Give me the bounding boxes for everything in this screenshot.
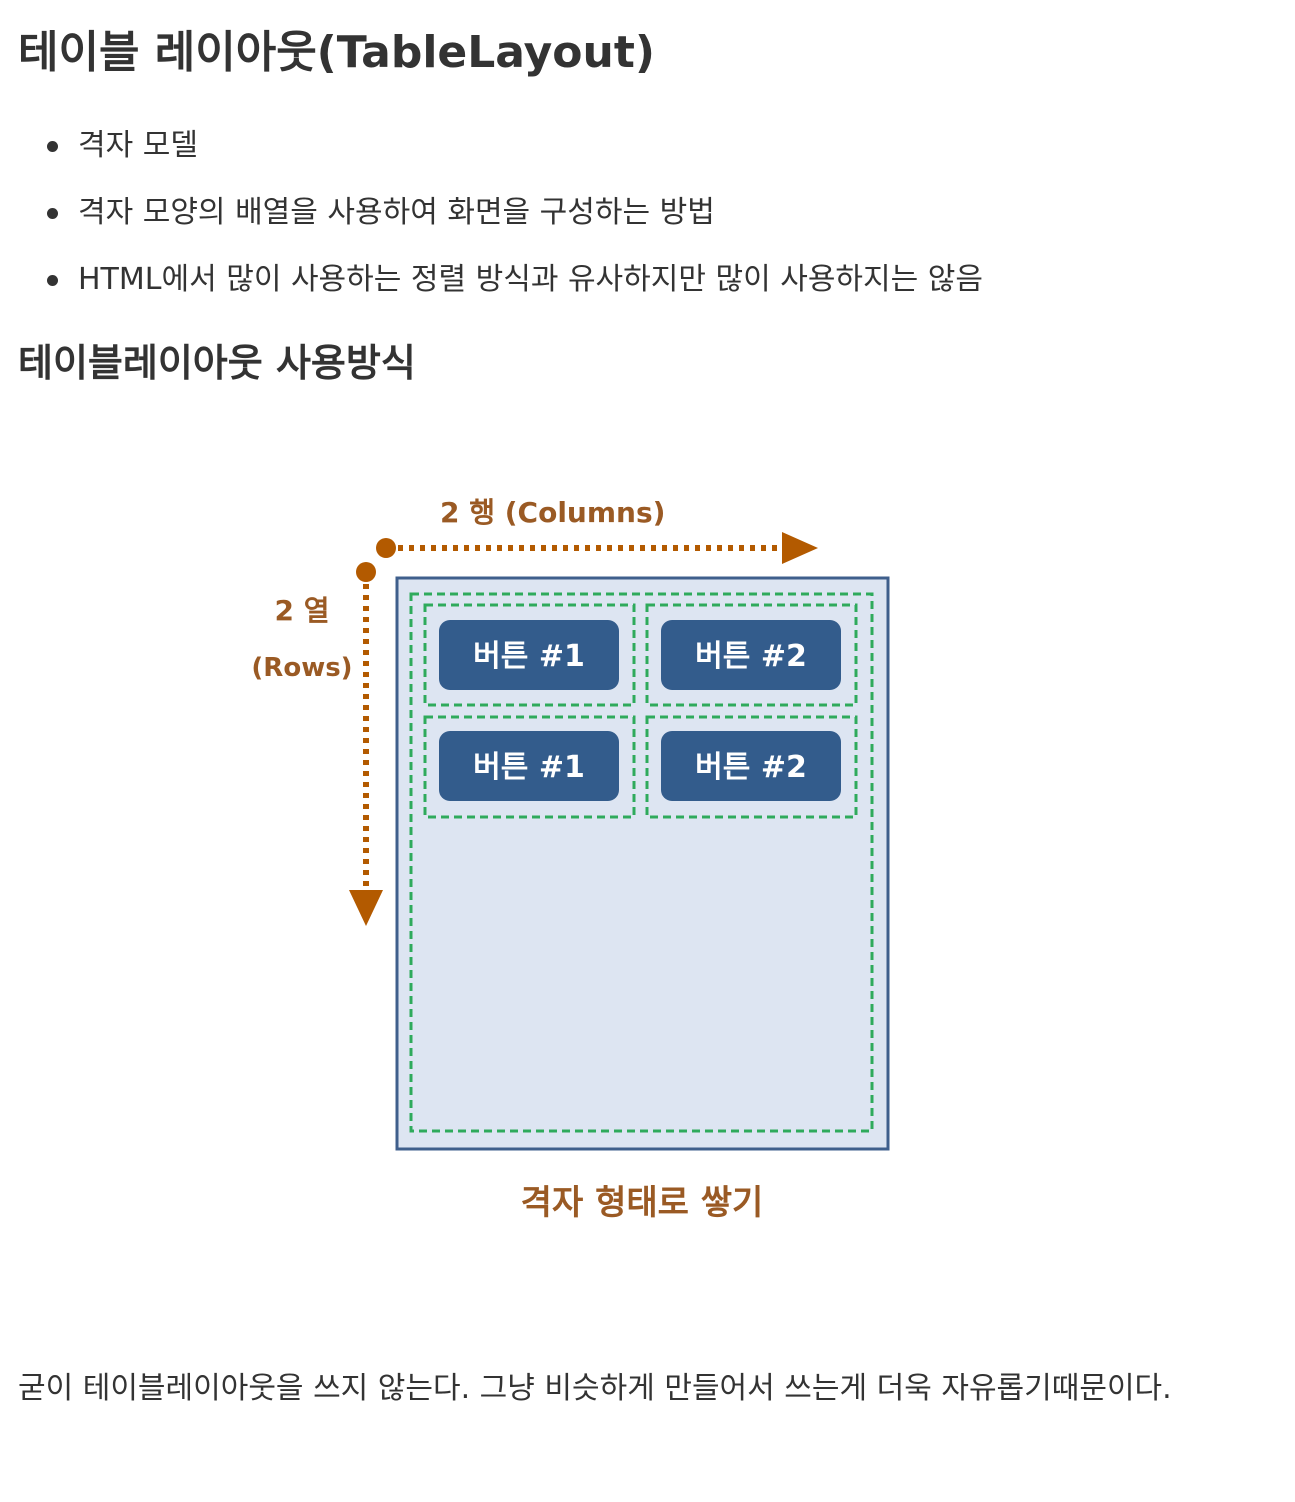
table-cell xyxy=(423,715,636,819)
list-item: HTML에서 많이 사용하는 정렬 방식과 유사하지만 많이 사용하지는 않음 xyxy=(0,246,983,313)
page-title: 테이블 레이아웃(TableLayout) xyxy=(18,27,655,78)
columns-arrow-head-icon xyxy=(782,532,818,564)
bullet-list: 격자 모델 격자 모양의 배열을 사용하여 화면을 구성하는 방법 HTML에서… xyxy=(0,112,983,313)
table-cell xyxy=(645,603,858,707)
button-label: 버튼 #2 xyxy=(695,750,807,785)
button-label: 버튼 #2 xyxy=(695,639,807,674)
button-label: 버튼 #1 xyxy=(473,639,585,674)
list-item: 격자 모델 xyxy=(0,112,983,179)
table-cell xyxy=(645,715,858,819)
bullet-dot-icon xyxy=(47,275,58,286)
button-2-row-1: 버튼 #2 xyxy=(661,620,841,690)
button-label: 버튼 #1 xyxy=(473,750,585,785)
button-2-row-2: 버튼 #2 xyxy=(661,731,841,801)
button-1-row-1: 버튼 #1 xyxy=(439,620,619,690)
columns-label: 2 행 (Columns) xyxy=(440,496,665,529)
button-1-row-2: 버튼 #1 xyxy=(439,731,619,801)
columns-arrow xyxy=(376,532,818,564)
rows-label-top: 2 열 xyxy=(275,594,330,627)
columns-arrow-origin-dot xyxy=(376,538,396,558)
list-item-text: 격자 모델 xyxy=(78,128,198,163)
bullet-dot-icon xyxy=(47,141,58,152)
bullet-dot-icon xyxy=(47,208,58,219)
rows-arrow-head-icon xyxy=(349,890,383,926)
rows-arrow-origin-dot xyxy=(356,562,376,582)
note-paragraph: 굳이 테이블레이아웃을 쓰지 않는다. 그냥 비슷하게 만들어서 쓰는게 더욱 … xyxy=(18,1371,1172,1406)
table-inner-border xyxy=(409,592,874,1133)
diagram-caption: 격자 형태로 쌓기 xyxy=(521,1183,764,1223)
table-frame xyxy=(395,576,890,1151)
table-cell xyxy=(423,603,636,707)
list-item-text: 격자 모양의 배열을 사용하여 화면을 구성하는 방법 xyxy=(78,195,715,230)
list-item-text: HTML에서 많이 사용하는 정렬 방식과 유사하지만 많이 사용하지는 않음 xyxy=(78,262,983,297)
list-item: 격자 모양의 배열을 사용하여 화면을 구성하는 방법 xyxy=(0,179,983,246)
rows-arrow xyxy=(349,562,383,926)
section-title: 테이블레이아웃 사용방식 xyxy=(18,341,416,385)
rows-label-bottom: (Rows) xyxy=(251,653,352,683)
